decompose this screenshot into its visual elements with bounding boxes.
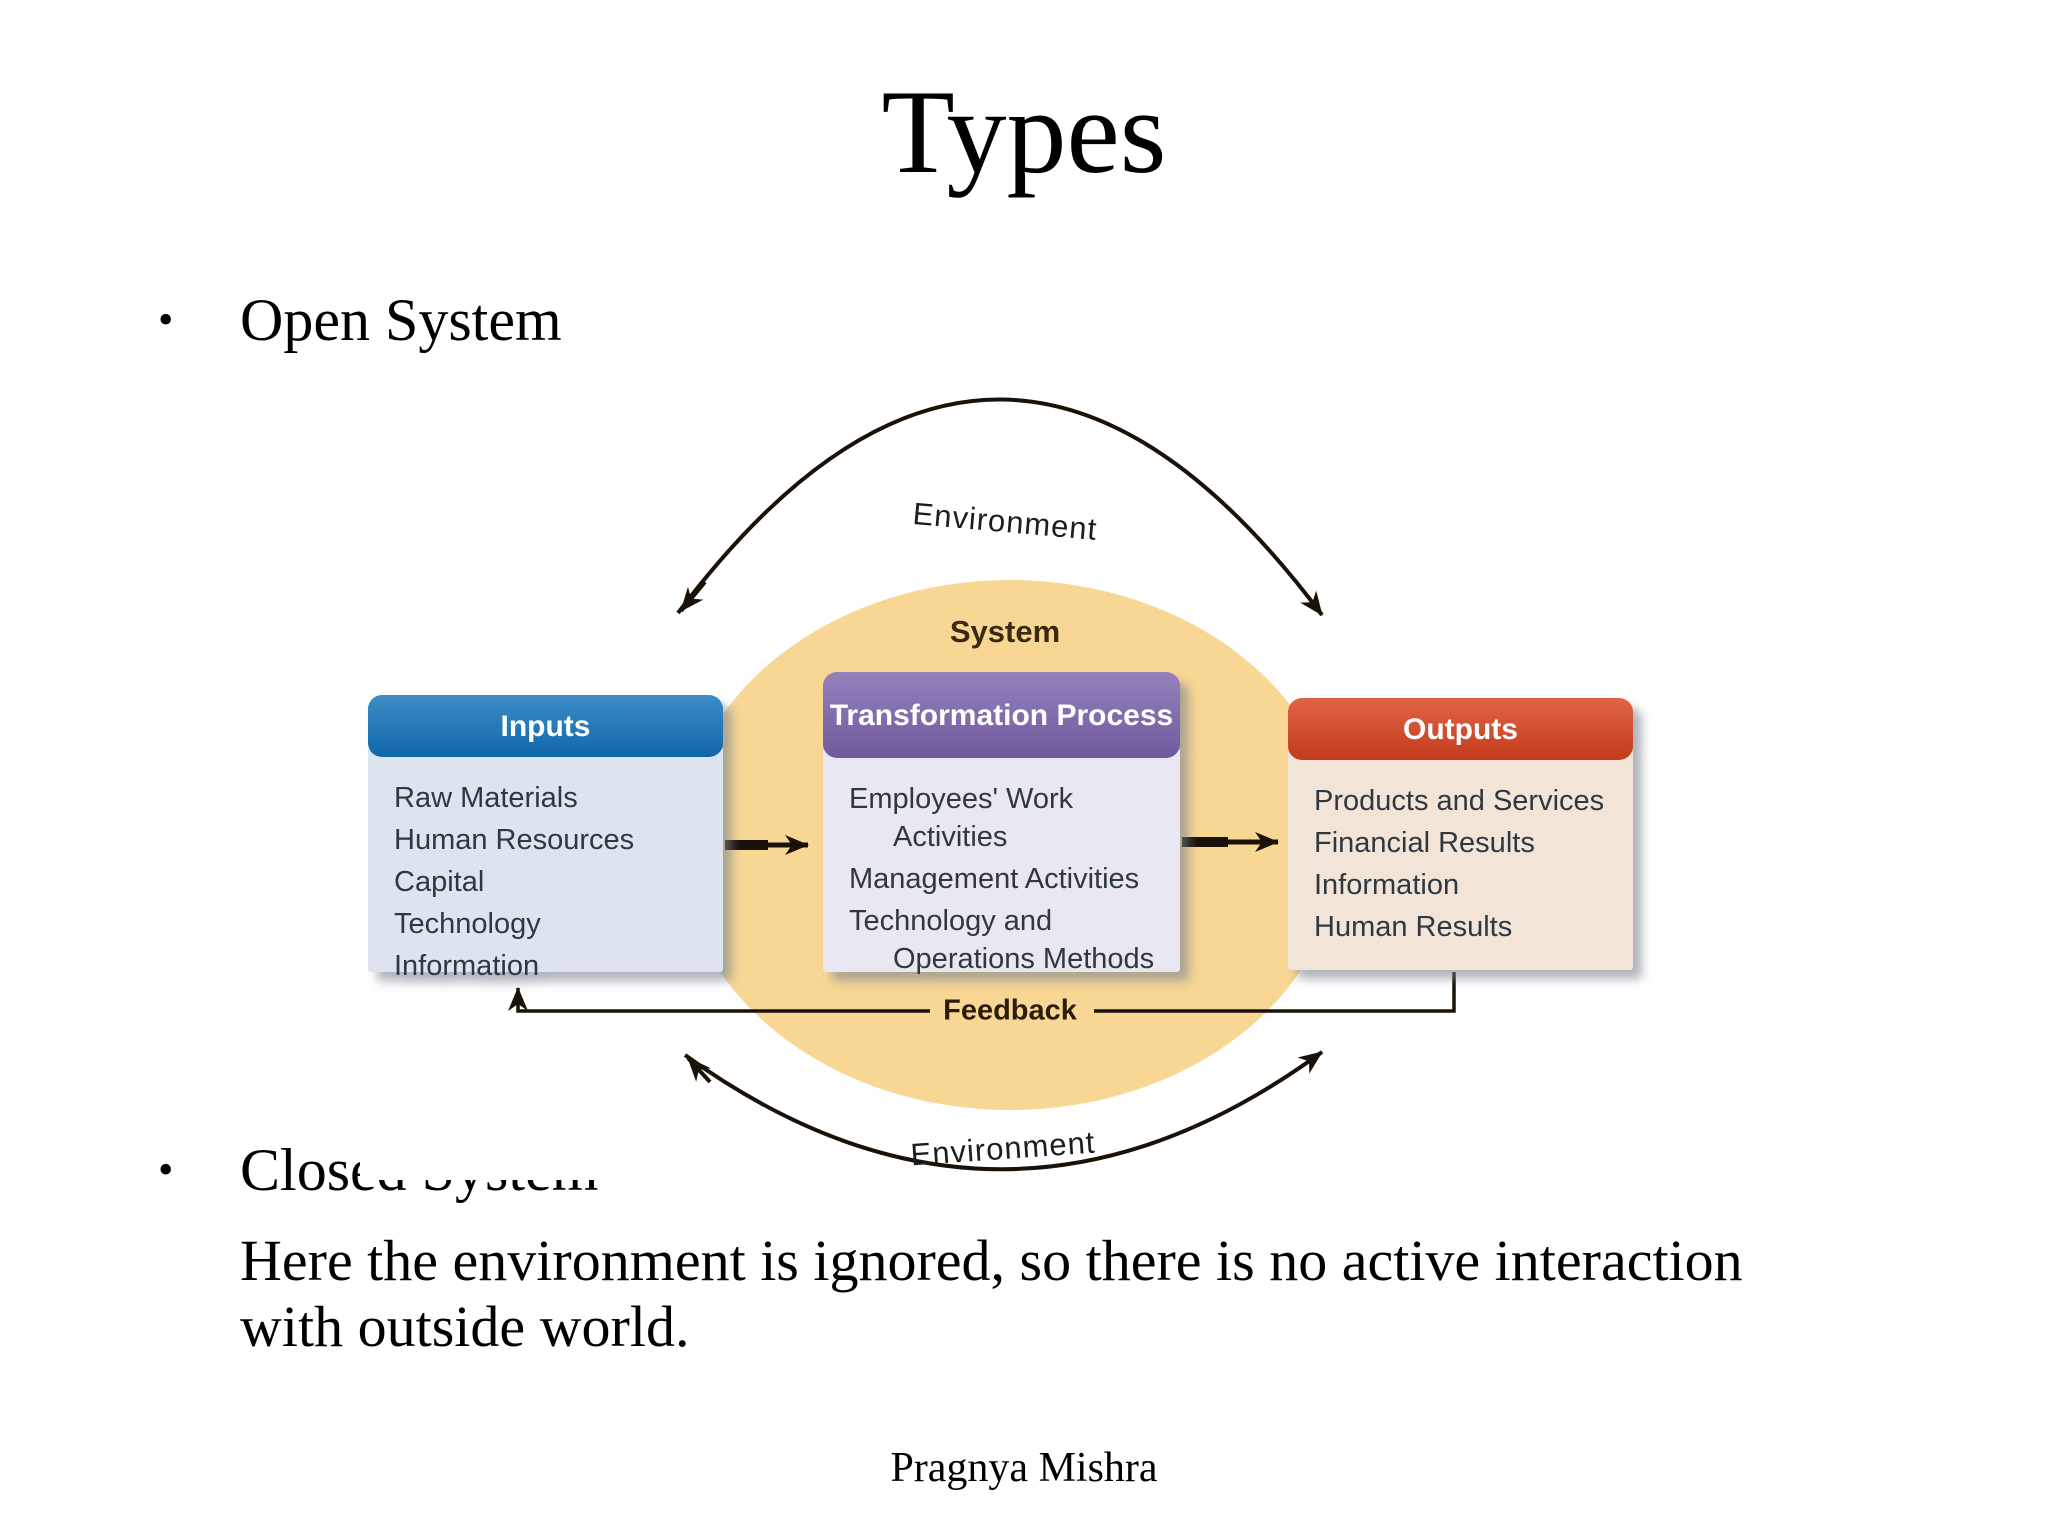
- box-item: Information: [394, 950, 540, 982]
- slide-title: Types: [881, 65, 1167, 198]
- closed-system-description: Here the environment is ignored, so ther…: [240, 1228, 1743, 1360]
- environment-top-arc: [676, 397, 1324, 617]
- environment-top-arc-left-head: [679, 580, 707, 613]
- feedback-line-left: [508, 987, 930, 1013]
- open-system-diagram: Environment System Environment Feedback …: [360, 370, 1670, 1180]
- box-item: Technology and Operations Methods: [849, 905, 1155, 975]
- bullet-open-system-label: Open System: [240, 287, 562, 353]
- box-item: Products and Services: [1314, 785, 1605, 817]
- transformation-box-title: Transformation Process: [829, 698, 1174, 732]
- box-item: Capital: [394, 866, 485, 898]
- box-item: Technology: [394, 908, 541, 940]
- transformation-box-header: Transformation Process: [823, 672, 1180, 758]
- outputs-box-header: Outputs: [1288, 698, 1633, 760]
- box-item: Employees' Work Activities: [849, 783, 1074, 853]
- environment-bottom-arc: [683, 1050, 1324, 1172]
- box-item: Raw Materials: [394, 782, 578, 814]
- box-item: Information: [1314, 869, 1460, 901]
- outputs-box-title: Outputs: [1403, 712, 1518, 746]
- box-item: Human Results: [1314, 911, 1513, 943]
- environment-bottom-arc-left-head: [686, 1056, 712, 1084]
- box-item: Human Resources: [394, 824, 635, 856]
- transformation-box: Transformation Process Employees' Work A…: [823, 672, 1180, 975]
- bullet-marker: •: [158, 1145, 174, 1194]
- feedback-line-right: [1094, 972, 1456, 1013]
- inputs-box-header: Inputs: [368, 695, 723, 757]
- system-label: System: [949, 614, 1061, 649]
- bullet-open-system: • Open System: [158, 286, 562, 355]
- footer-author: Pragnya Mishra: [890, 1445, 1158, 1491]
- feedback-label: Feedback: [943, 994, 1077, 1027]
- box-item: Financial Results: [1314, 827, 1535, 859]
- bullet-marker: •: [158, 295, 174, 344]
- diagram-arrows: [508, 397, 1456, 1172]
- inputs-box-title: Inputs: [500, 709, 591, 743]
- box-item: Management Activities: [849, 863, 1140, 895]
